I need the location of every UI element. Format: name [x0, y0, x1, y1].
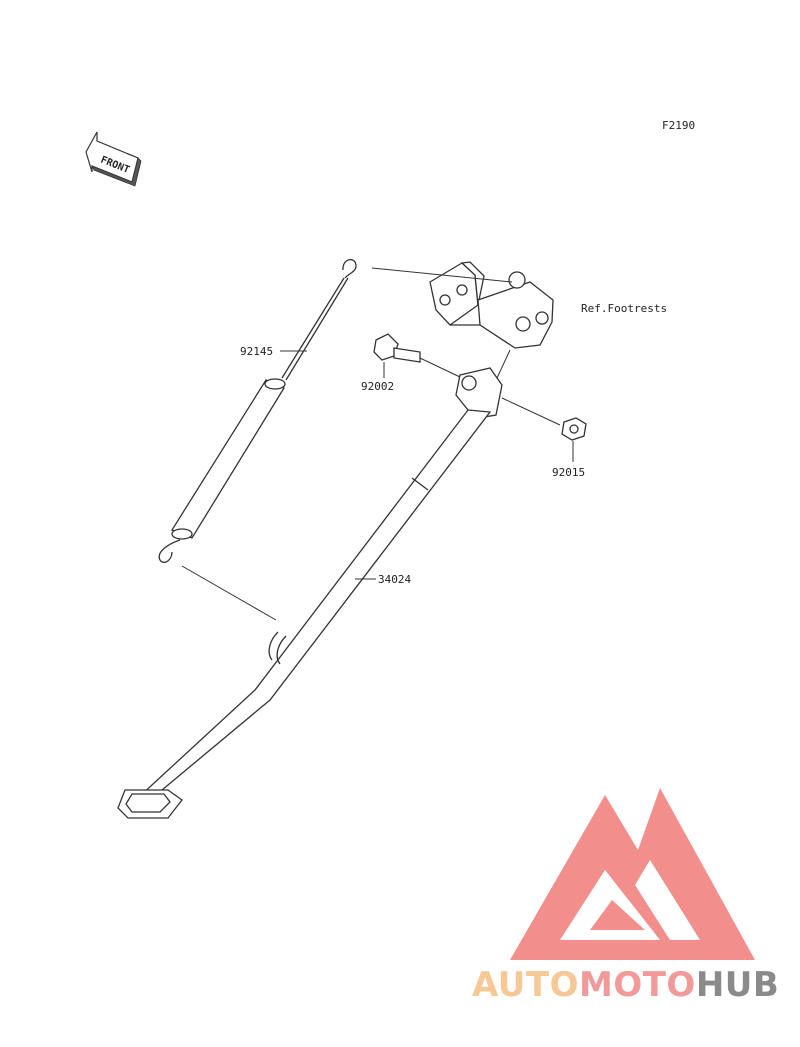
bolt-leader: [419, 357, 463, 379]
watermark-auto: AUTO: [472, 965, 579, 1005]
label-34024: 34024: [378, 573, 411, 586]
ref-footrests-label: Ref.Footrests: [581, 302, 667, 315]
figure-code: F2190: [662, 119, 695, 132]
side-stand-34024: [117, 367, 503, 819]
front-arrow-icon: FRONT: [85, 131, 142, 187]
label-92145: 92145: [240, 345, 273, 358]
nut-92015: [561, 417, 587, 441]
spring-to-stand-leader: [181, 565, 277, 621]
nut-leader: [501, 397, 561, 426]
spring-to-bracket-leader: [371, 267, 513, 283]
label-92015: 92015: [552, 466, 585, 479]
watermark-moto: MOTO: [579, 965, 696, 1005]
footrest-bracket: [429, 261, 554, 349]
label-92002: 92002: [361, 380, 394, 393]
watermark-text: AUTOMOTOHUB: [472, 965, 779, 1005]
automotohub-logo: [510, 788, 755, 960]
bracket-to-stand-leader: [496, 349, 511, 379]
bolt-92002: [373, 333, 421, 363]
spring-92145: [158, 259, 357, 564]
watermark-hub: HUB: [696, 965, 779, 1005]
